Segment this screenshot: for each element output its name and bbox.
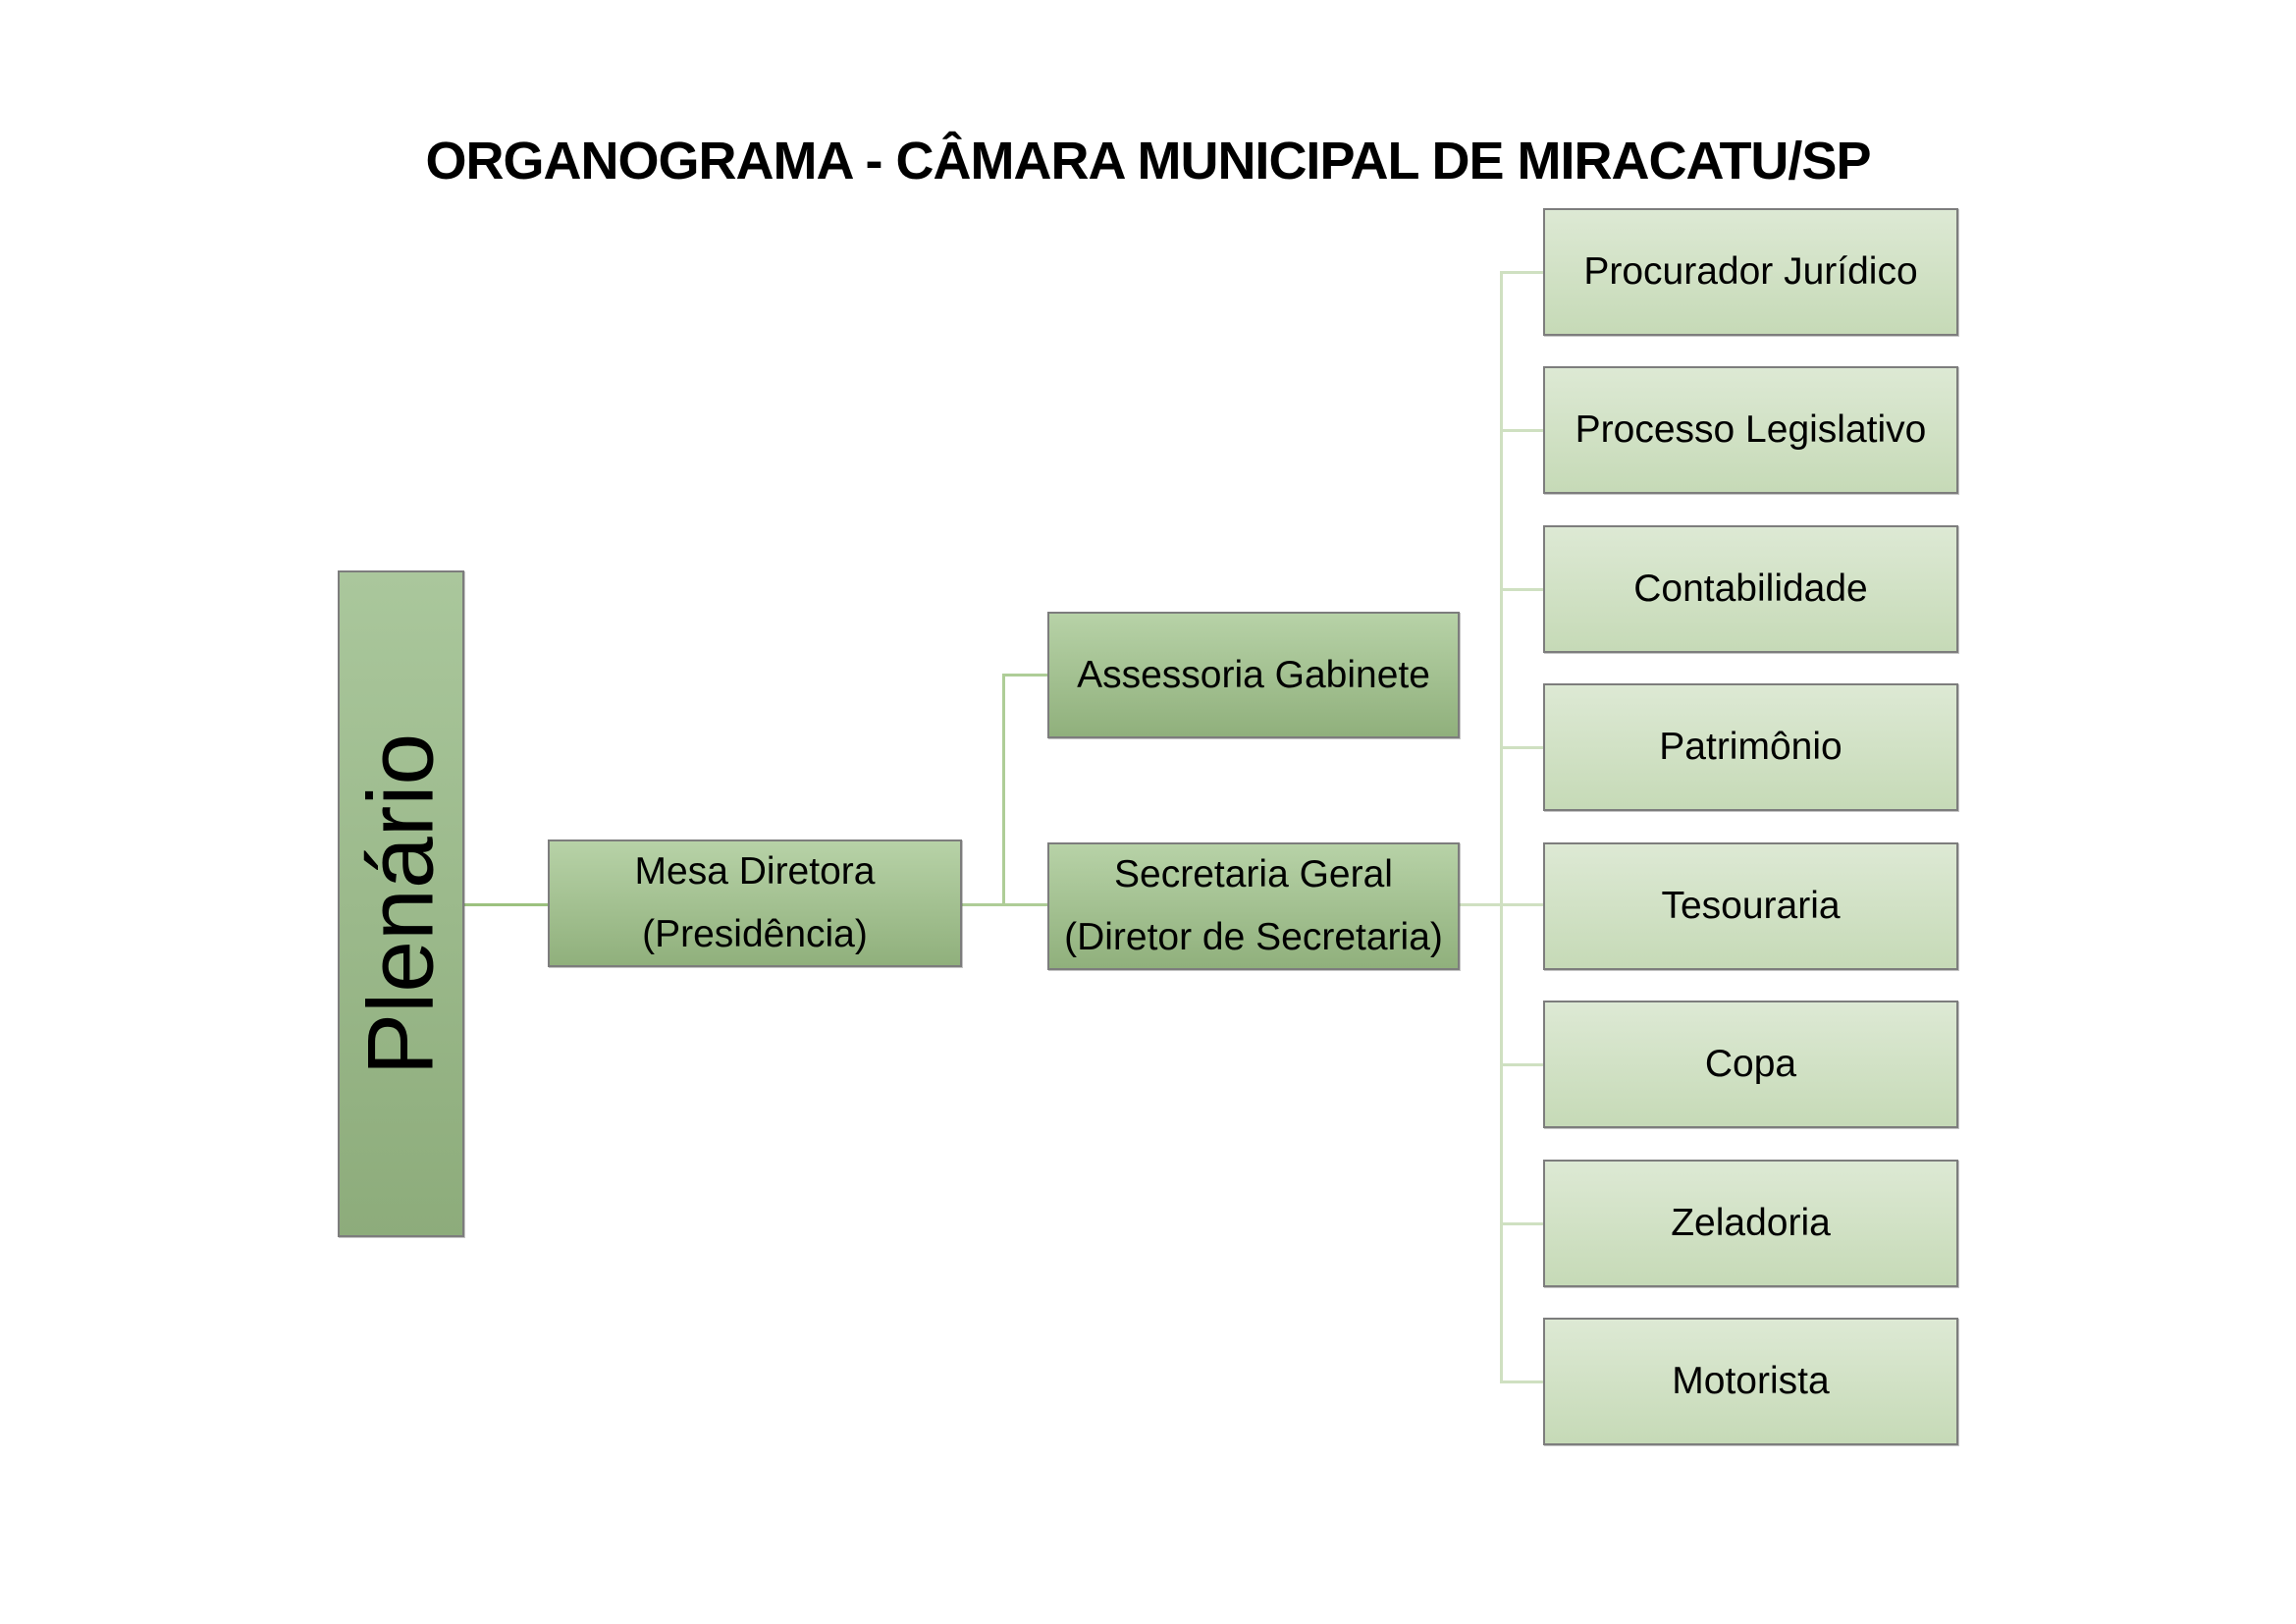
node-procurador-juridico: Procurador Jurídico	[1543, 208, 1958, 336]
node-assessoria-gabinete: Assessoria Gabinete	[1047, 612, 1460, 738]
node-patrimonio: Patrimônio	[1543, 683, 1958, 811]
connector-branch-vertical	[1002, 674, 1005, 906]
node-mesa-diretora-label-line1: Mesa Diretora	[634, 850, 876, 893]
connector-plenario-mesa	[464, 903, 548, 906]
connector-stub-motorista	[1500, 1380, 1543, 1383]
node-contabilidade-label: Contabilidade	[1633, 568, 1868, 610]
connector-stub-contabilidade	[1500, 588, 1543, 591]
node-assessoria-gabinete-label: Assessoria Gabinete	[1077, 653, 1430, 696]
connector-stub-processo	[1500, 429, 1543, 432]
connector-stub-tesouraria	[1500, 903, 1543, 906]
node-contabilidade: Contabilidade	[1543, 525, 1958, 653]
connector-stub-procurador	[1500, 271, 1543, 274]
node-patrimonio-label: Patrimônio	[1659, 726, 1842, 768]
node-secretaria-geral-label-line1: Secretaria Geral	[1114, 853, 1393, 895]
connector-trunk-vertical	[1500, 271, 1503, 1383]
node-secretaria-geral-label-line2: (Diretor de Secretaria)	[1064, 916, 1443, 958]
connector-stub-patrimonio	[1500, 746, 1543, 749]
node-mesa-diretora-label-line2: (Presidência)	[642, 913, 868, 955]
node-copa-label: Copa	[1704, 1043, 1797, 1085]
node-zeladoria: Zeladoria	[1543, 1160, 1958, 1287]
node-tesouraria: Tesouraria	[1543, 842, 1958, 970]
node-procurador-juridico-label: Procurador Jurídico	[1583, 250, 1918, 293]
node-tesouraria-label: Tesouraria	[1661, 885, 1841, 927]
node-motorista-label: Motorista	[1672, 1360, 1830, 1402]
node-plenario: Plenário	[338, 570, 464, 1237]
node-plenario-label: Plenário	[348, 732, 453, 1075]
node-processo-legislativo-label: Processo Legislativo	[1575, 408, 1927, 451]
page-title: ORGANOGRAMA - CÂMARA MUNICIPAL DE MIRACA…	[425, 132, 1872, 190]
node-motorista: Motorista	[1543, 1318, 1958, 1445]
node-mesa-diretora: Mesa Diretora (Presidência)	[548, 839, 962, 967]
node-secretaria-geral: Secretaria Geral (Diretor de Secretaria)	[1047, 842, 1460, 970]
connector-branch-assessoria	[1002, 674, 1047, 677]
node-zeladoria-label: Zeladoria	[1671, 1202, 1831, 1244]
node-copa: Copa	[1543, 1001, 1958, 1128]
connector-stub-zeladoria	[1500, 1222, 1543, 1225]
connector-stub-copa	[1500, 1063, 1543, 1066]
node-processo-legislativo: Processo Legislativo	[1543, 366, 1958, 494]
